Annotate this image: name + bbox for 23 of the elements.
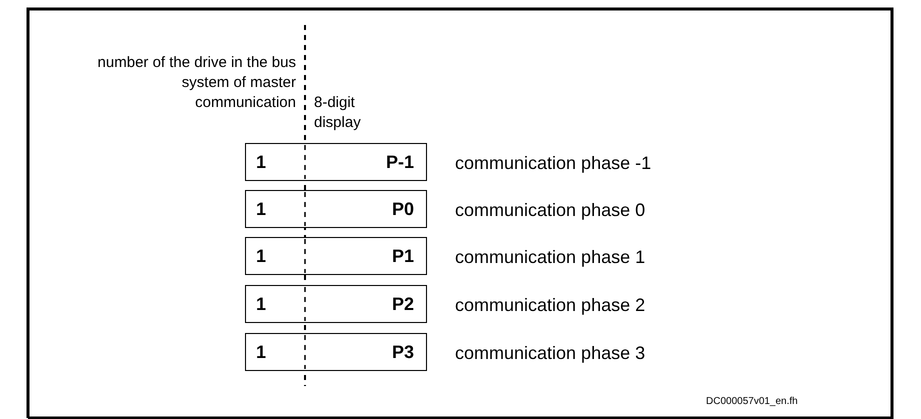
phase-label: communication phase 0 xyxy=(455,201,646,219)
display-box xyxy=(245,143,427,181)
display-value: P0 xyxy=(392,200,414,218)
display-value: P-1 xyxy=(386,153,414,171)
display-value: P3 xyxy=(392,343,414,361)
drive-number: 1 xyxy=(256,153,266,171)
display-box xyxy=(245,190,427,228)
column-heading: number of the drive in the bus system of master communication xyxy=(96,53,296,113)
drive-number: 1 xyxy=(256,247,266,265)
display-box xyxy=(245,285,427,323)
display-value: P2 xyxy=(392,295,414,313)
display-box xyxy=(245,333,427,371)
drive-number: 1 xyxy=(256,295,266,313)
drive-number: 1 xyxy=(256,200,266,218)
column-heading: 8-digit display xyxy=(314,93,362,133)
drive-number: 1 xyxy=(256,343,266,361)
display-box xyxy=(245,237,427,275)
phase-label: communication phase 1 xyxy=(455,248,646,266)
figure-id: DC000057v01_en.fh xyxy=(706,396,798,408)
phase-label: communication phase 3 xyxy=(455,344,646,362)
phase-label: communication phase 2 xyxy=(455,296,646,314)
phase-label: communication phase -1 xyxy=(455,154,652,172)
display-value: P1 xyxy=(392,247,414,265)
